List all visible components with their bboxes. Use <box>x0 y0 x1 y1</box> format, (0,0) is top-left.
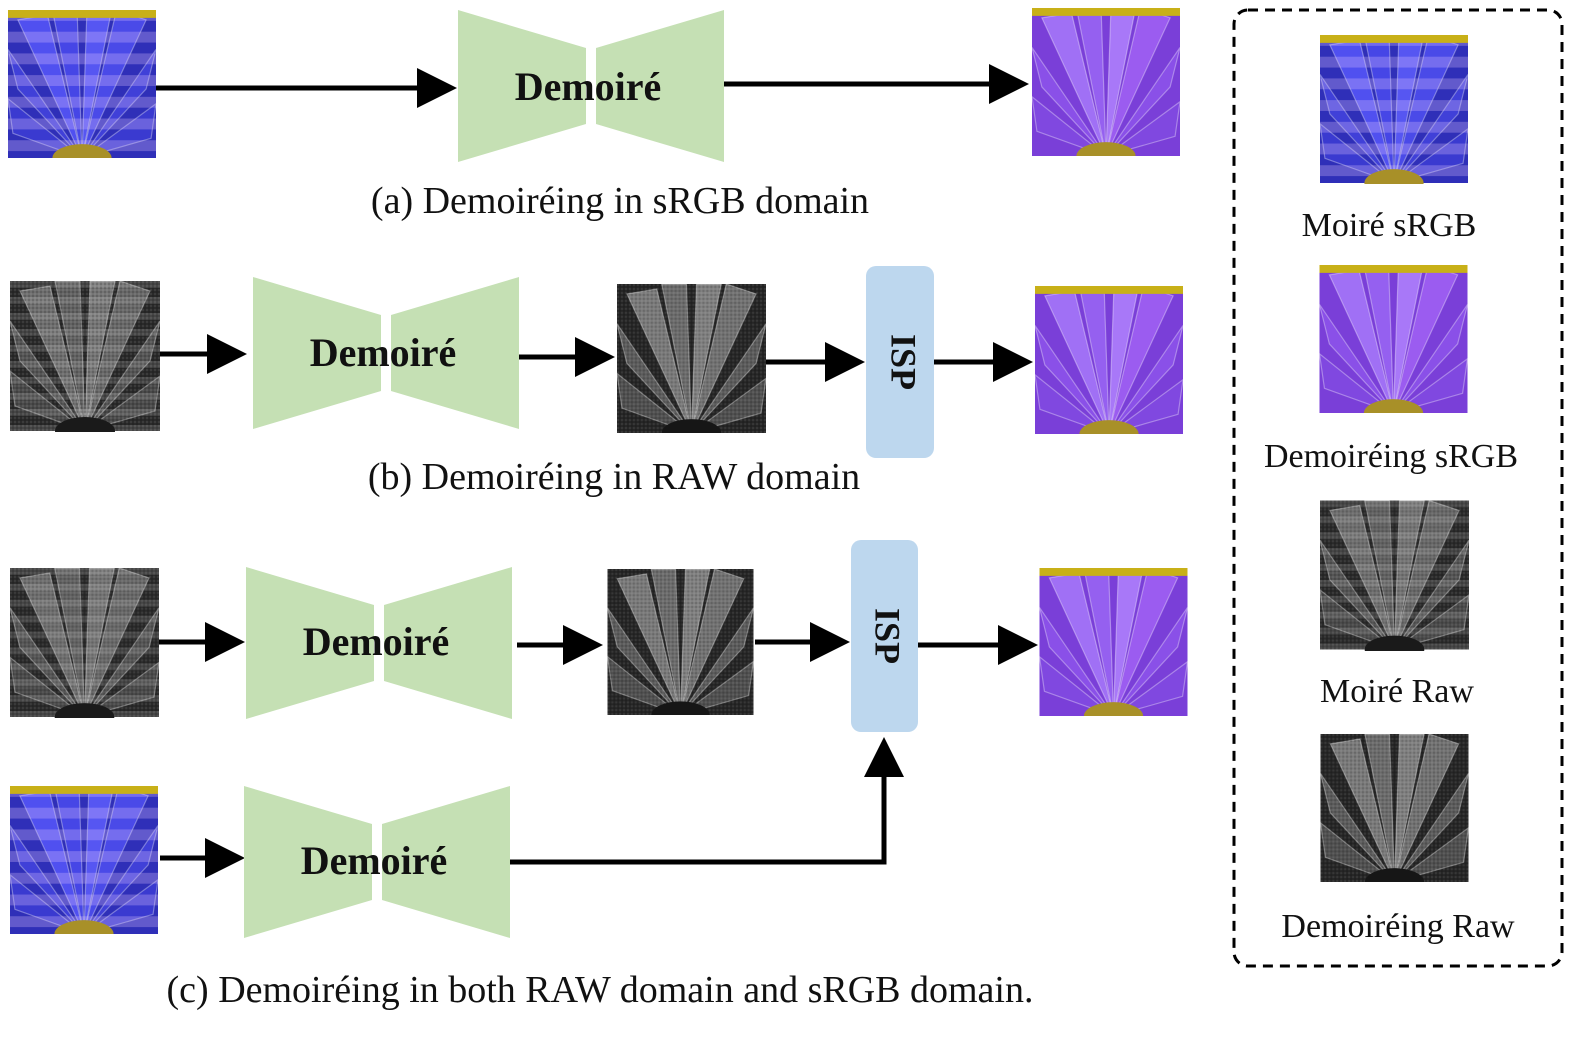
legend-border <box>1232 8 1564 968</box>
demoire-label-c-srgb: Demoiré <box>301 838 448 883</box>
legend-label-demoire-raw: Demoiréing Raw <box>1281 908 1515 945</box>
row-b: Demoiré ISP (b) Demoiréing in RAW domain <box>10 266 1184 498</box>
row-c: Demoiré ISP Demoiré (c) Demoiréing in bo… <box>10 540 1188 1011</box>
moire-raw-input-image-c <box>10 567 159 718</box>
row-a: Demoiré (a) Demoiréing in sRGB domain <box>8 8 1181 222</box>
demoire-label-c-raw: Demoiré <box>303 619 450 664</box>
demoire-srgb-output-image-c <box>1039 568 1188 716</box>
legend-image-demoire-srgb <box>1319 265 1468 413</box>
isp-block-c <box>851 540 918 732</box>
legend-image-demoire-raw <box>1320 734 1469 882</box>
caption-c: (c) Demoiréing in both RAW domain and sR… <box>167 969 1034 1011</box>
legend-image-moire-raw <box>1320 499 1469 651</box>
legend-box: Moiré sRGB Demoiréing sRGB Moiré Raw Dem… <box>1232 8 1564 968</box>
isp-label-c: ISP <box>868 608 908 664</box>
legend-label-moire-raw: Moiré Raw <box>1320 673 1474 710</box>
moire-raw-input-image <box>10 280 160 432</box>
legend-label-moire-srgb: Moiré sRGB <box>1302 207 1477 244</box>
isp-label-b: ISP <box>884 334 924 390</box>
caption-b: (b) Demoiréing in RAW domain <box>368 456 860 498</box>
demoire-label-b: Demoiré <box>310 330 457 375</box>
demoire-srgb-output-image <box>1031 8 1181 156</box>
moire-srgb-input-image-c <box>10 786 158 934</box>
caption-a: (a) Demoiréing in sRGB domain <box>371 180 869 222</box>
isp-block-b <box>866 266 934 458</box>
moire-srgb-input-image <box>8 10 156 158</box>
demoire-label-a: Demoiré <box>515 64 662 109</box>
legend-label-demoire-srgb: Demoiréing sRGB <box>1264 438 1518 475</box>
legend-image-moire-srgb <box>1320 34 1468 184</box>
arrow-c6-to-isp <box>510 737 904 865</box>
demoire-raw-intermediate-image-c <box>606 569 755 715</box>
demoire-raw-intermediate-image <box>617 284 766 433</box>
demoire-srgb-output-image-b <box>1034 286 1184 434</box>
